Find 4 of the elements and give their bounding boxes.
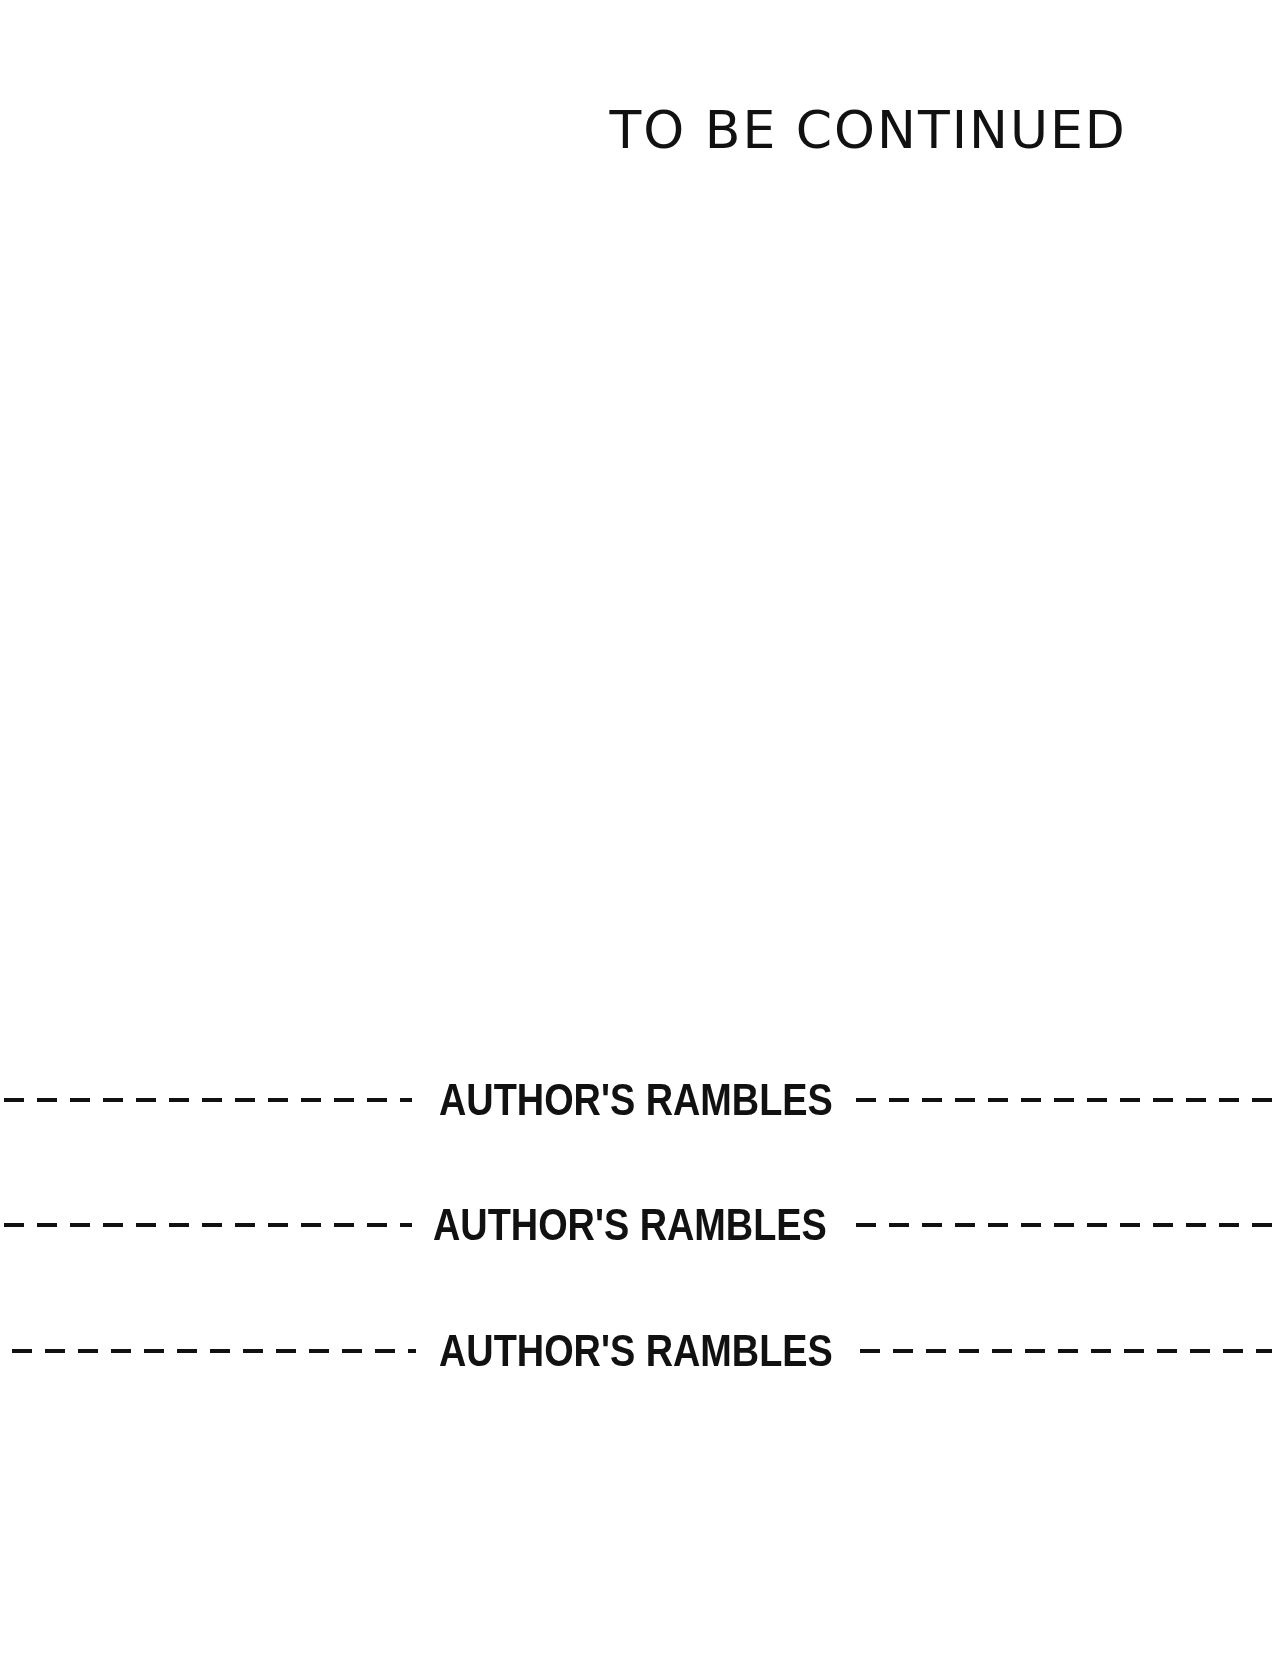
ending-caption: TO BE CONTINUED (609, 100, 1127, 160)
section-heading: AUTHOR'S RAMBLES (439, 1326, 833, 1376)
section-heading: AUTHOR'S RAMBLES (433, 1200, 827, 1250)
section-heading: AUTHOR'S RAMBLES (439, 1075, 833, 1125)
